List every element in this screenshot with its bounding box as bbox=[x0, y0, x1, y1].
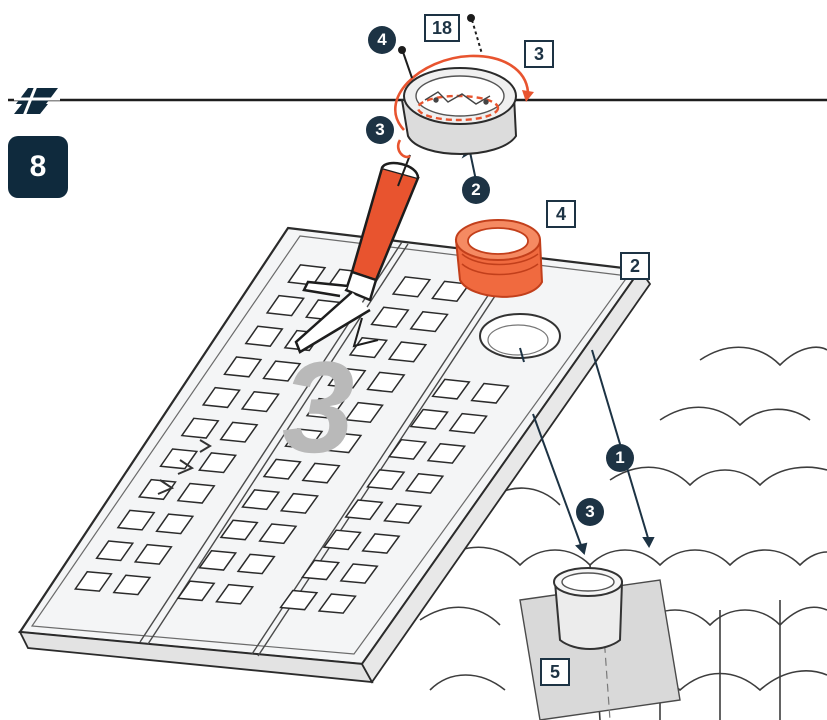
step-number-badge: 8 bbox=[8, 136, 68, 198]
vent-pipe bbox=[554, 568, 622, 649]
callout-box-3: 3 bbox=[524, 40, 554, 68]
callout-circle-2: 2 bbox=[462, 176, 490, 204]
callout-circle-3-left: 3 bbox=[366, 116, 394, 144]
callout-box-5: 5 bbox=[540, 658, 570, 686]
vent-cap bbox=[402, 68, 516, 154]
callout-box-18: 18 bbox=[424, 14, 460, 42]
callout-circle-1: 1 bbox=[606, 444, 634, 472]
callout-circle-4: 4 bbox=[368, 26, 396, 54]
callout-box-2: 2 bbox=[620, 252, 650, 280]
callout-box-4: 4 bbox=[546, 200, 576, 228]
orange-collar bbox=[456, 220, 542, 297]
panel-number-mark: 3 bbox=[282, 334, 354, 480]
callout-circle-3-low: 3 bbox=[576, 498, 604, 526]
